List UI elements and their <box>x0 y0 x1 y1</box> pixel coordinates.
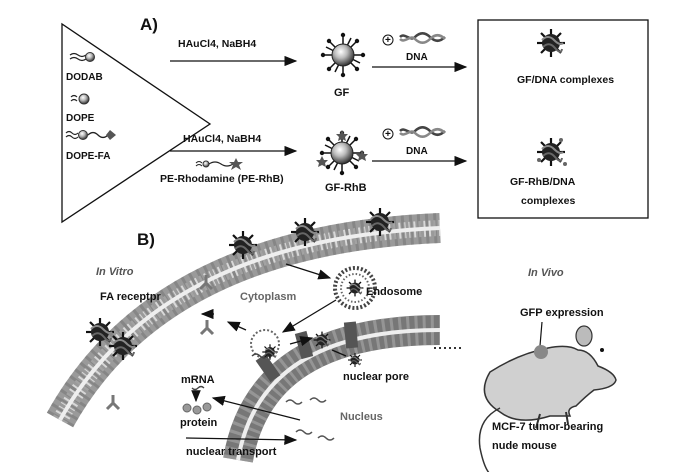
plus-top: + <box>385 35 391 46</box>
fa-receptor-label: FA receptpr <box>100 291 161 303</box>
in-vivo-label: In Vivo <box>528 267 564 279</box>
lipid-label-dope: DOPE <box>66 113 95 124</box>
gfp-label: GFP expression <box>520 307 604 319</box>
gfp-pointer <box>539 321 543 347</box>
reagent-bottom: HAuCl4, NaBH4 <box>183 133 261 145</box>
dna-icon-bottom <box>398 126 447 138</box>
mouse-label-1: MCF-7 tumor-bearing <box>492 421 603 433</box>
pe-rhodamine-icon <box>195 158 243 170</box>
plus-bottom: + <box>385 129 391 140</box>
dna-label-top: DNA <box>406 52 428 63</box>
dna-icon-top <box>398 32 447 44</box>
arrow-endocytosis <box>285 263 332 280</box>
complex-outside-1-icon <box>84 316 116 348</box>
endosome-label: Endosome <box>366 286 422 298</box>
nuclear-pore-pointer <box>331 349 347 357</box>
complex-bound-3-icon <box>364 206 396 238</box>
product-gf-rhb: GF-RhB <box>325 182 367 194</box>
arrow-nuclear-transport <box>185 434 298 445</box>
rhb-stars-icon <box>316 130 368 167</box>
panel-b: B) In <box>46 206 617 472</box>
dodab-icon <box>69 52 95 62</box>
panel-a-tag: A) <box>140 15 158 34</box>
complex-label-bottom-2: complexes <box>521 195 575 207</box>
complex-in-nucleus-icon <box>347 352 363 368</box>
dye-label: PE-Rhodamine (PE-RhB) <box>160 173 284 185</box>
lipid-triangle <box>61 22 212 224</box>
lipid-label-dope-fa: DOPE-FA <box>66 151 110 162</box>
mouse-label-2: nude mouse <box>492 440 557 452</box>
arrow-to-pore <box>289 336 314 347</box>
panel-a: A) DODAB DOPE DOPE-FA HAuCl4, NaBH4 GF <box>61 15 649 224</box>
dope-fa-icon <box>65 130 116 140</box>
panel-b-tag: B) <box>137 230 155 249</box>
nuclear-transport-label: nuclear transport <box>186 446 277 458</box>
product-gf: GF <box>334 87 350 99</box>
complex-bound-1-icon <box>227 229 259 261</box>
nuclear-pore-label: nuclear pore <box>343 371 409 383</box>
mrna-icon <box>191 385 205 391</box>
lipid-label-dodab: DODAB <box>66 72 103 83</box>
complex-label-top: GF/DNA complexes <box>517 74 614 86</box>
plus-circle-top <box>382 34 394 46</box>
arrow-escape <box>281 299 337 333</box>
protein-label: protein <box>180 417 218 429</box>
plus-circle-bottom <box>382 128 394 140</box>
gf-dna-complex-icon <box>535 27 567 59</box>
reagent-top: HAuCl4, NaBH4 <box>178 38 256 50</box>
complex-outside-2-icon <box>107 330 139 362</box>
complexes-box <box>477 19 649 219</box>
mouse-icon <box>478 325 617 472</box>
fa-receptor-icons <box>105 275 215 411</box>
mrna-label: mRNA <box>181 374 215 386</box>
endosome-icon <box>333 266 377 310</box>
gf-rhb-dna-complex-icon <box>535 136 567 168</box>
arrow-to-protein <box>211 395 301 421</box>
dope-icon <box>70 93 90 105</box>
complex-label-bottom-1: GF-RhB/DNA <box>510 176 576 188</box>
arrow-receptor <box>226 321 247 332</box>
nucleus-label: Nucleus <box>340 411 383 423</box>
complex-bound-2-icon <box>289 216 321 248</box>
in-vitro-label: In Vitro <box>96 266 134 278</box>
gf-nanoparticle-icon <box>320 32 366 78</box>
nuclear-dna-icons <box>285 397 335 441</box>
endosome-escape-icon <box>250 329 280 361</box>
protein-icon <box>182 402 212 415</box>
complex-at-pore-icon <box>312 330 332 350</box>
cytoplasm-label: Cytoplasm <box>240 291 296 303</box>
dna-label-bottom: DNA <box>406 146 428 157</box>
